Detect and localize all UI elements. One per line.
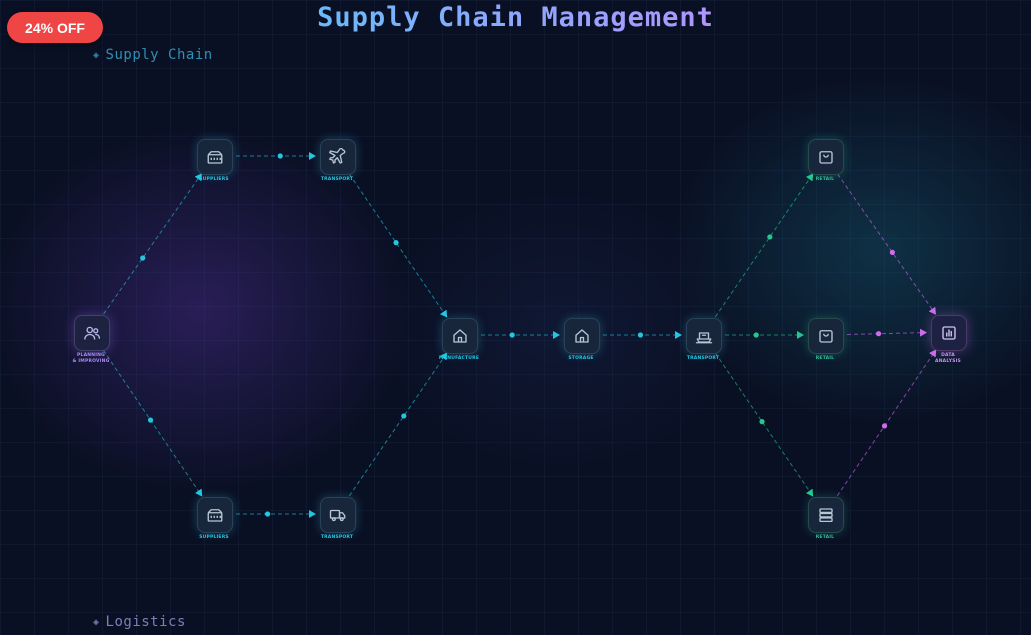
server-stack-icon: [819, 508, 833, 523]
link-retail_bot-analysis: [836, 349, 937, 497]
node-transport-truck-label: TRANSPORT: [320, 535, 354, 540]
node-retail-bottom[interactable]: [808, 497, 844, 533]
node-data-analysis[interactable]: [931, 315, 967, 351]
node-manufacture[interactable]: [442, 318, 478, 354]
flow-dot: [767, 234, 773, 240]
link-transport_ship-retail_top: [714, 173, 814, 318]
flow-dot: [889, 249, 895, 255]
node-retail-middle-label: RETAIL: [815, 356, 835, 361]
label-line: ANALYSIS: [935, 358, 961, 364]
node-transport-truck[interactable]: [320, 497, 356, 533]
node-transport-air-label: TRANSPORT: [320, 177, 354, 182]
node-data-analysis-label: DATA ANALYSIS: [913, 353, 983, 364]
shopping-bag-icon: [819, 330, 833, 343]
link-transport_truck-manufacture: [348, 352, 448, 497]
users-icon: [84, 326, 101, 340]
link-transport_ship-retail_bot: [714, 352, 814, 497]
link-planning-supplier_top: [103, 173, 202, 315]
link-planning-supplier_bot: [102, 349, 203, 497]
node-transport-air[interactable]: [320, 139, 356, 175]
flow-dot: [881, 423, 888, 429]
node-supplier-top-label: SUPPLIERS: [199, 177, 229, 182]
node-transport-ship[interactable]: [686, 318, 722, 354]
node-manufacture-label: MANUFACTURE: [438, 356, 480, 361]
diamond-icon: ◈: [93, 617, 100, 628]
node-retail-top-label: RETAIL: [815, 177, 835, 182]
airplane-icon: [329, 148, 346, 164]
diamond-icon: ◈: [93, 50, 100, 61]
node-retail-top[interactable]: [808, 139, 844, 175]
flow-dot: [277, 153, 283, 159]
flow-dot: [759, 419, 765, 425]
home-icon: [453, 329, 467, 343]
flow-dot: [637, 332, 644, 338]
bar-chart-icon: [942, 326, 956, 340]
node-supplier-top[interactable]: [197, 139, 233, 175]
flow-dot: [753, 332, 759, 338]
node-retail-bottom-label: RETAIL: [815, 535, 835, 540]
label-line: DATA: [941, 353, 955, 358]
home-icon: [575, 329, 589, 343]
flow-dot: [393, 240, 399, 246]
label-line: PLANNING: [77, 353, 105, 358]
flow-dot: [401, 413, 407, 419]
link-retail_top-analysis: [837, 173, 936, 315]
shopping-bag-icon: [819, 151, 833, 164]
ship-icon: [695, 332, 713, 344]
section-heading-text: Logistics: [105, 614, 186, 630]
node-transport-ship-label: TRANSPORT: [686, 356, 720, 361]
section-heading-supply-chain: ◈ Supply Chain: [93, 47, 213, 63]
link-retail_mid-analysis: [846, 328, 928, 337]
link-transport_air-manufacture: [348, 173, 448, 318]
node-storage-label: STORAGE: [568, 356, 594, 361]
section-heading-logistics: ◈ Logistics: [93, 614, 186, 630]
flow-dot: [875, 331, 882, 337]
node-planning[interactable]: [74, 315, 110, 351]
node-planning-label: PLANNING & IMPROVING: [56, 353, 126, 364]
factory-icon: [207, 509, 223, 522]
flow-dot: [265, 511, 271, 517]
section-heading-text: Supply Chain: [105, 47, 213, 63]
flow-dot: [509, 332, 515, 338]
node-supplier-bottom-label: SUPPLIERS: [199, 535, 229, 540]
factory-icon: [207, 151, 223, 164]
node-retail-middle[interactable]: [808, 318, 844, 354]
truck-icon: [329, 509, 346, 522]
node-storage[interactable]: [564, 318, 600, 354]
flow-dot: [147, 417, 154, 423]
page-title: Supply Chain Management: [0, 2, 1031, 33]
flow-dot: [140, 255, 146, 261]
discount-badge[interactable]: 24% OFF: [7, 12, 103, 43]
node-supplier-bottom[interactable]: [197, 497, 233, 533]
label-line: & IMPROVING: [72, 358, 110, 364]
